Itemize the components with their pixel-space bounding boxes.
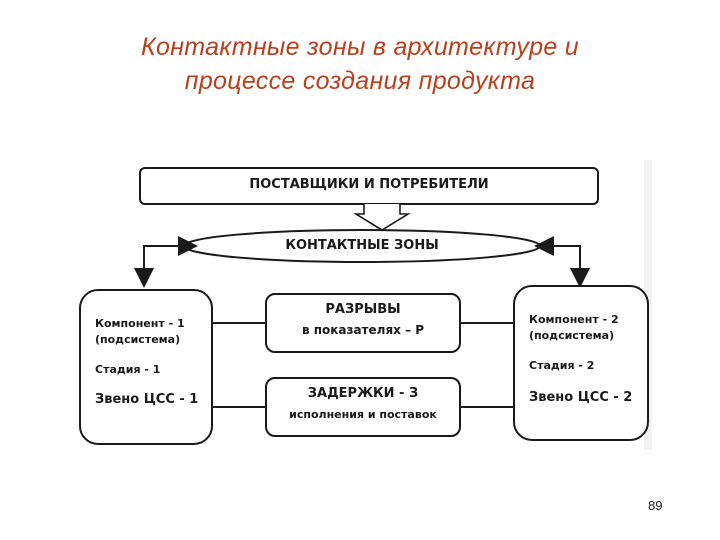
subsystem-2-label: (подсистема) bbox=[529, 329, 615, 342]
subsystem-1-label: (подсистема) bbox=[95, 333, 181, 346]
gaps-subtitle: в показателях – Р bbox=[301, 323, 425, 337]
contact-zones-label: КОНТАКТНЫЕ ЗОНЫ bbox=[285, 238, 439, 253]
component-1-label: Компонент - 1 bbox=[95, 317, 185, 330]
stage-1-label: Стадия - 1 bbox=[95, 363, 161, 376]
delays-title: ЗАДЕРЖКИ - З bbox=[307, 386, 419, 401]
gaps-title: РАЗРЫВЫ bbox=[325, 302, 401, 317]
page-number: 89 bbox=[648, 498, 663, 513]
delays-subtitle: исполнения и поставок bbox=[289, 408, 437, 421]
suppliers-consumers-label: ПОСТАВЩИКИ И ПОТРЕБИТЕЛИ bbox=[249, 177, 489, 192]
link-1-label: Звено ЦСС - 1 bbox=[95, 392, 199, 407]
stage-2-label: Стадия - 2 bbox=[529, 359, 595, 372]
slide-title-line-2: процессе создания продукта bbox=[184, 67, 536, 95]
right-connector-arrow bbox=[548, 245, 590, 288]
component-1-box bbox=[79, 289, 213, 445]
component-2-label: Компонент - 2 bbox=[529, 313, 619, 326]
left-connector-arrow bbox=[134, 245, 178, 288]
down-hollow-arrow-icon bbox=[353, 204, 411, 231]
link-2-label: Звено ЦСС - 2 bbox=[529, 390, 633, 405]
component-2-box bbox=[513, 285, 649, 441]
slide-title: Контактные зоны в архитектуре и процессе… bbox=[0, 30, 720, 98]
slide-title-line-1: Контактные зоны в архитектуре и bbox=[140, 33, 580, 61]
